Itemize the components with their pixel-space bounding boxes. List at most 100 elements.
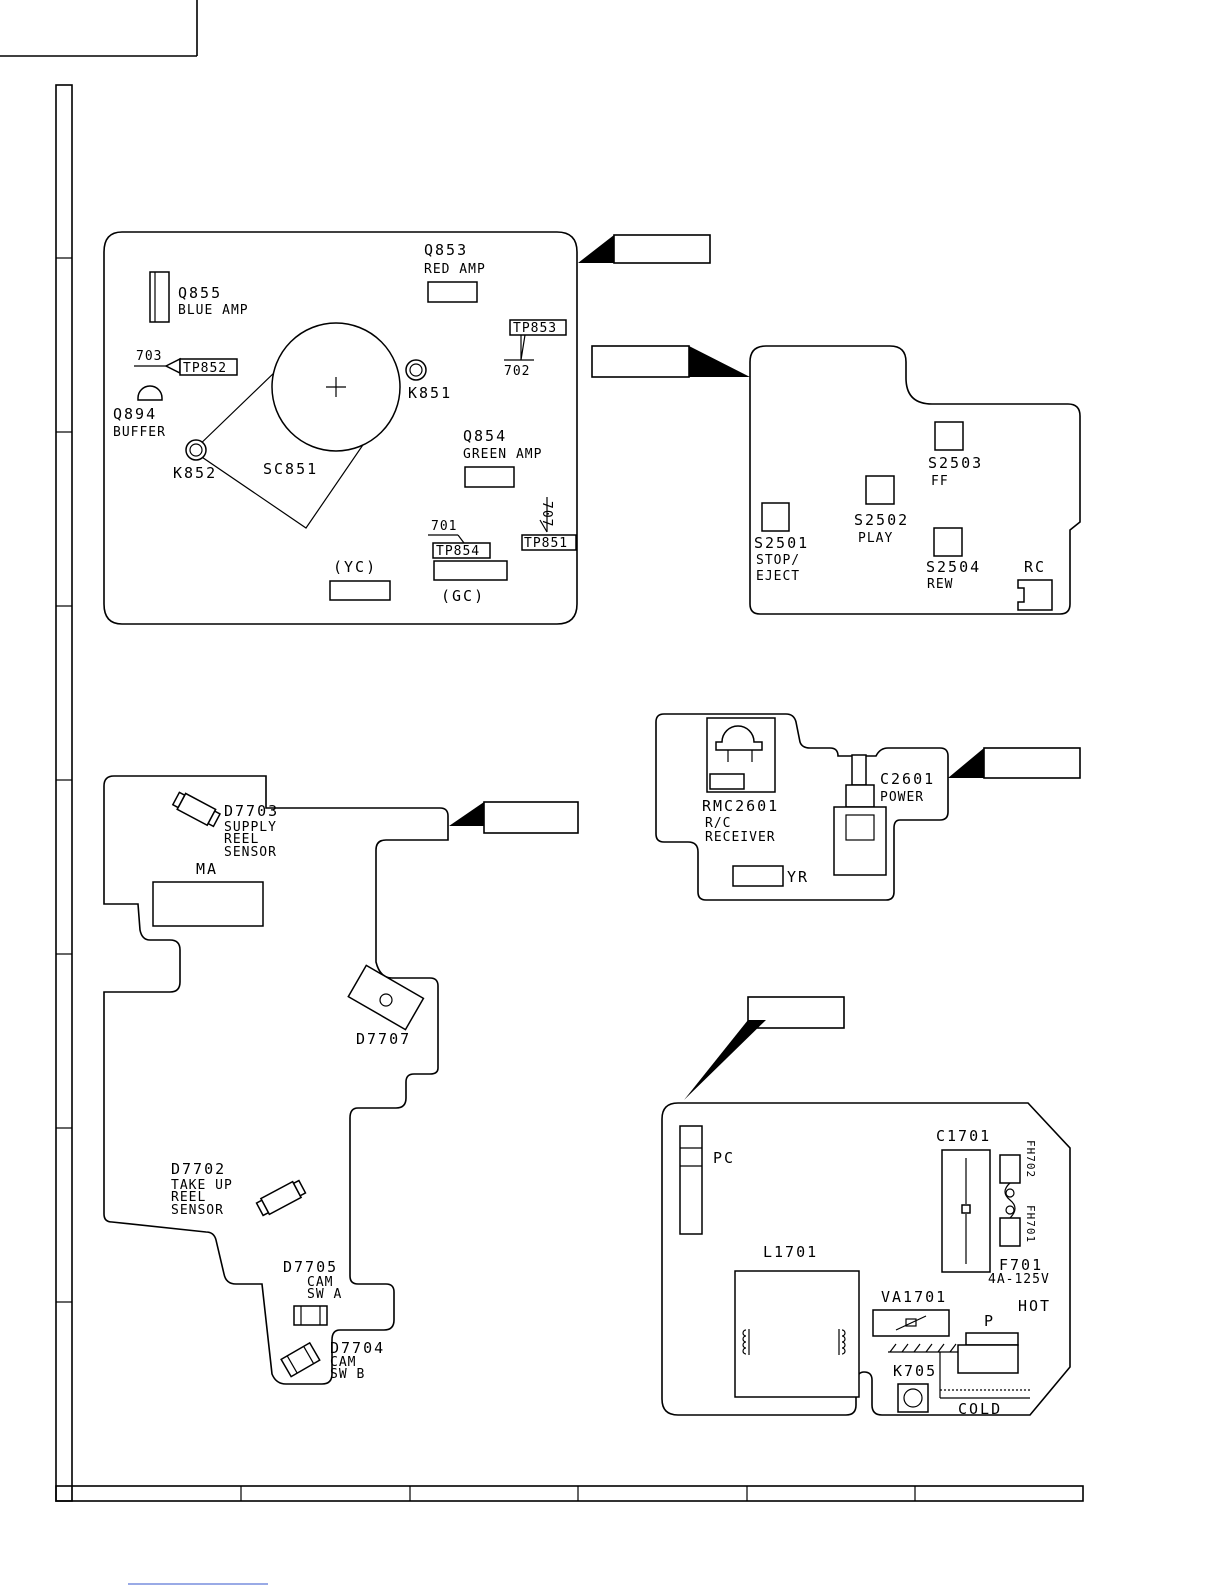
d7702-desc-line1: TAKE UP [171, 1178, 233, 1193]
d7702-label: D7702 [171, 1160, 226, 1178]
c1701-label: C1701 [936, 1127, 991, 1145]
tp851-box [521, 534, 577, 551]
k705-component [897, 1383, 929, 1413]
s2501-desc-line2: EJECT [756, 569, 800, 584]
f701-fuse [1004, 1182, 1016, 1219]
l1701-label: L1701 [763, 1243, 818, 1261]
k851-label: K851 [408, 384, 452, 402]
pc-connector [679, 1125, 703, 1235]
operation-callout-box [591, 345, 690, 378]
operation-board: S2503 FF S2502 PLAY S2501 STOP/ EJECT S2… [591, 345, 1081, 615]
node-701-label: 701 [431, 519, 457, 534]
q855-component [149, 271, 170, 323]
rc-label: RC [1024, 558, 1046, 576]
p-label: P [984, 1312, 995, 1330]
tp852-label: TP852 [183, 361, 227, 376]
q853-component [427, 281, 478, 303]
tp852-box [179, 358, 238, 376]
fh701-holder [999, 1217, 1021, 1247]
rmc2601-label: RMC2601 [702, 797, 779, 815]
q855-desc: BLUE AMP [178, 303, 249, 318]
sensor-callout-arrow [449, 802, 484, 826]
s2503-label: S2503 [928, 454, 983, 472]
power-switch-callout-box [983, 747, 1081, 779]
d7704-desc-line2: SW B [330, 1367, 365, 1382]
q854-label: Q854 [463, 427, 507, 445]
p-connector-top [965, 1332, 1019, 1346]
s2504-switch[interactable] [933, 527, 963, 557]
l1701-inductor [734, 1270, 860, 1398]
k852-label: K852 [173, 464, 217, 482]
s2502-switch[interactable] [865, 475, 895, 505]
d7704-label: D7704 [330, 1339, 385, 1357]
yr-label: YR [787, 868, 809, 886]
power-callout-box [747, 996, 845, 1029]
d7705-desc-line1: CAM [307, 1275, 333, 1290]
q854-component [464, 466, 515, 488]
yc-connector [329, 580, 391, 601]
s2504-label: S2504 [926, 558, 981, 576]
d7703-desc-line1: SUPPLY [224, 820, 277, 835]
s2501-desc-line1: STOP/ [756, 553, 800, 568]
q894-component [137, 385, 163, 401]
tp851-label: TP851 [524, 536, 568, 551]
crt-callout-box [613, 234, 711, 264]
rmc2601-desc-line1: R/C [705, 816, 731, 831]
c2601-desc: POWER [880, 790, 924, 805]
yc-label: (YC) [333, 558, 377, 576]
q853-desc: RED AMP [424, 262, 486, 277]
sensor-callout-box [483, 801, 579, 834]
k705-label: K705 [893, 1362, 937, 1380]
q854-desc: GREEN AMP [463, 447, 542, 462]
d7703-desc-line2: REEL [224, 832, 259, 847]
operation-callout-arrow [689, 346, 750, 377]
d7707-label: D7707 [356, 1030, 411, 1048]
fh701-label: FH701 [1024, 1205, 1037, 1243]
rc-connector [1017, 579, 1053, 611]
f701-label: F701 [999, 1256, 1043, 1274]
d7705-desc-line2: SW A [307, 1287, 342, 1302]
c2601-actuator[interactable] [851, 754, 867, 786]
d7704-desc-line1: CAM [330, 1355, 356, 1370]
d7705-component [293, 1305, 328, 1326]
d7707-component [347, 964, 425, 1031]
s2501-switch[interactable] [761, 502, 790, 532]
d7702-component [255, 1179, 307, 1217]
va1701-label: VA1701 [881, 1288, 947, 1306]
hot-cold-boundary [888, 1343, 1030, 1399]
power-board: PC C1701 FH702 FH701 F701 4A-125V L1701 … [661, 996, 1071, 1418]
tp854-label: TP854 [436, 544, 480, 559]
yr-connector [732, 865, 784, 887]
c2601-label: C2601 [880, 770, 935, 788]
pc-label: PC [713, 1149, 735, 1167]
f701-desc: 4A-125V [988, 1272, 1050, 1287]
d7703-label: D7703 [224, 802, 279, 820]
power-callout-arrow [684, 1020, 766, 1100]
s2502-label: S2502 [854, 511, 909, 529]
page-frame [0, 0, 1084, 1585]
k852-component [185, 439, 207, 461]
d7703-desc-line3: SENSOR [224, 845, 277, 860]
gc-label: (GC) [441, 587, 485, 605]
c2601-switch[interactable] [833, 806, 887, 876]
d7702-desc-line3: SENSOR [171, 1203, 224, 1218]
d7702-desc-line2: REEL [171, 1190, 206, 1205]
node-703-label: 703 [136, 349, 162, 364]
s2503-switch[interactable] [934, 421, 964, 451]
q855-label: Q855 [178, 284, 222, 302]
tp853-label: TP853 [513, 321, 557, 336]
tp854-box [432, 542, 491, 559]
ma-label: MA [196, 860, 218, 878]
rmc2601-desc-line2: RECEIVER [705, 830, 776, 845]
power-switch-board: RMC2601 R/C RECEIVER C2601 POWER YR [655, 713, 1081, 901]
power-switch-callout-arrow [948, 748, 984, 778]
s2504-desc: REW [927, 577, 953, 592]
s2501-label: S2501 [754, 534, 809, 552]
ma-connector [152, 881, 264, 927]
s2503-desc: FF [931, 474, 949, 489]
hot-label: HOT [1018, 1297, 1051, 1315]
sc851-label: SC851 [263, 460, 318, 478]
sensor-board: D7703 SUPPLY REEL SENSOR MA D7707 D7702 … [103, 775, 579, 1385]
cold-label: COLD [958, 1400, 1002, 1418]
